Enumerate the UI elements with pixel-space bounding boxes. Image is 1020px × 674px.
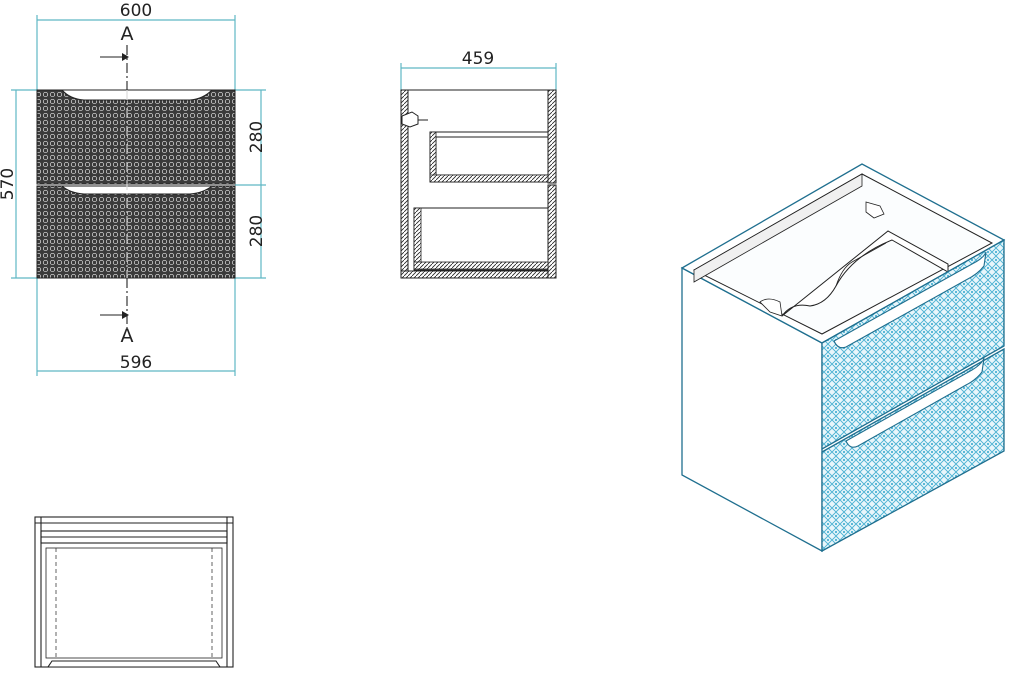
wall-bracket [401, 111, 419, 128]
lower-drawer-height-label: 280 [247, 215, 267, 247]
side-upper-drawer [429, 131, 549, 183]
side-bottom-panel [400, 270, 550, 279]
iso-wall-bracket [865, 201, 885, 219]
section-marker-bottom: A [121, 325, 134, 347]
section-arrow-top [122, 53, 129, 61]
iso-drawer-box [781, 230, 949, 317]
front-height-label: 570 [0, 168, 18, 200]
side-upper-front [547, 89, 557, 184]
side-dimension-lines [400, 63, 557, 92]
upper-drawer-handle [60, 89, 214, 101]
front-width-bottom-label: 596 [120, 353, 152, 373]
side-section-view: 459 [400, 49, 557, 279]
section-arrow-bottom [122, 311, 129, 319]
front-view: 600 596 570 280 280 A A [0, 1, 267, 376]
plan-view [34, 516, 234, 668]
lower-drawer-front [36, 185, 236, 279]
upper-drawer-front [36, 89, 236, 185]
side-lower-front [547, 184, 557, 279]
section-marker-top: A [121, 23, 134, 45]
front-width-top-label: 600 [120, 1, 152, 21]
front-dimension-lines [11, 15, 266, 376]
iso-upper-handle [833, 251, 987, 349]
section-line [100, 45, 128, 330]
upper-drawer-height-label: 280 [247, 121, 267, 153]
isometric-view [680, 163, 1006, 553]
depth-label: 459 [462, 49, 494, 69]
iso-lower-drawer-front [821, 347, 1005, 553]
lower-drawer-handle [60, 185, 214, 195]
side-lower-drawer [413, 207, 549, 271]
iso-lower-handle [845, 357, 985, 448]
iso-upper-drawer-front [821, 238, 1005, 451]
